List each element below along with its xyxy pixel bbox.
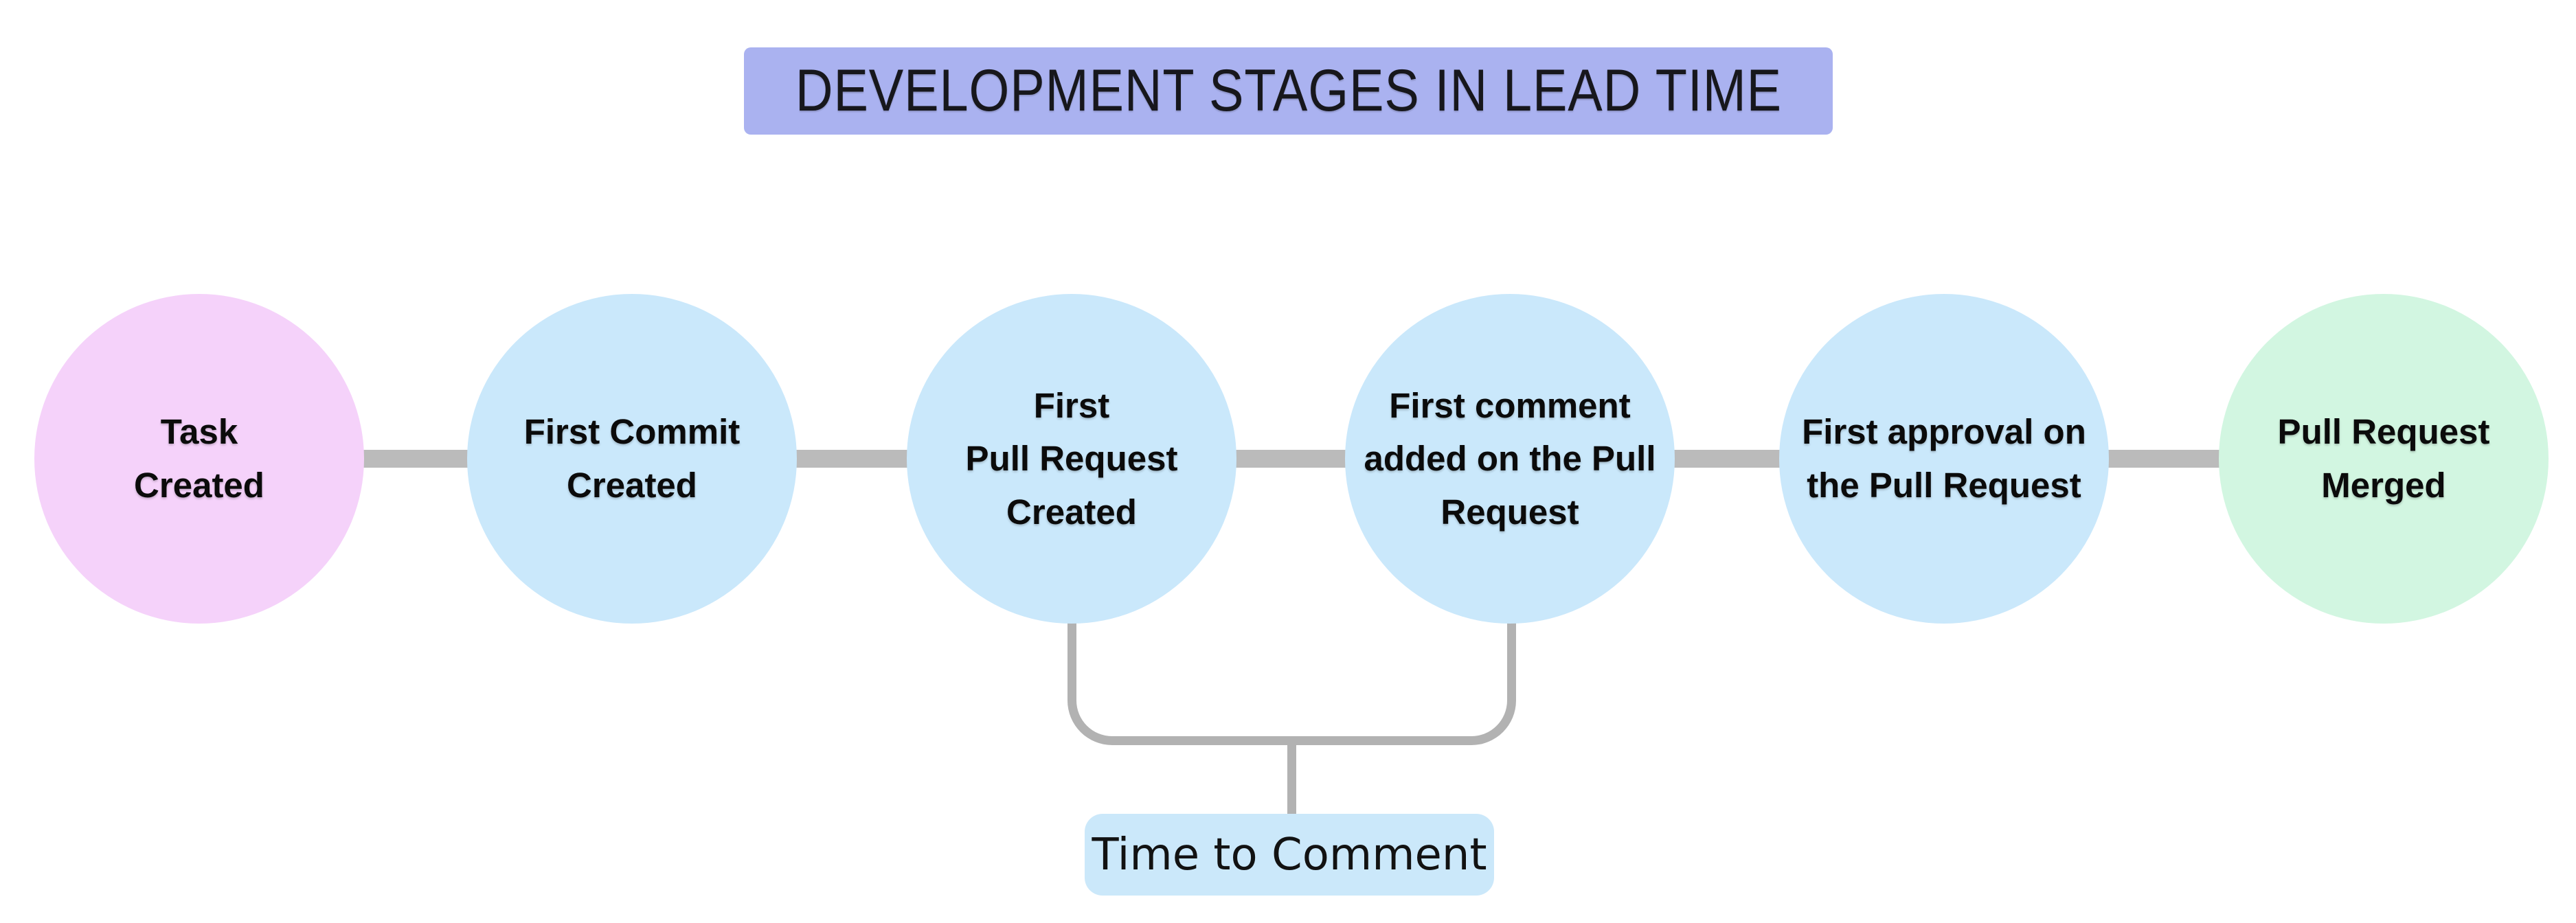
stage-label: Task Created (134, 412, 264, 505)
stage-first-approval: First approval on the Pull Request (1779, 294, 2109, 624)
diagram-title: DEVELOPMENT STAGES IN LEAD TIME (795, 58, 1782, 124)
stage-label: First Pull Request Created (965, 385, 1178, 532)
time-to-comment-label-box: Time to Comment (1085, 814, 1494, 896)
stage-first-pull-request-created: First Pull Request Created (907, 294, 1236, 624)
stage-task-created: Task Created (34, 294, 364, 624)
time-to-comment-label: Time to Comment (1092, 829, 1487, 880)
stage-pull-request-merged: Pull Request Merged (2219, 294, 2549, 624)
comment-span-bracket (1067, 608, 1516, 745)
stage-first-comment-added: First comment added on the Pull Request (1345, 294, 1675, 624)
stage-label: Pull Request Merged (2277, 412, 2490, 505)
stage-first-commit-created: First Commit Created (467, 294, 797, 624)
stage-label: First comment added on the Pull Request (1364, 385, 1656, 532)
stage-label: First approval on the Pull Request (1802, 412, 2086, 505)
comment-bracket-stem (1287, 744, 1296, 815)
stage-label: First Commit Created (523, 412, 741, 505)
diagram-title-box: DEVELOPMENT STAGES IN LEAD TIME (744, 47, 1833, 135)
